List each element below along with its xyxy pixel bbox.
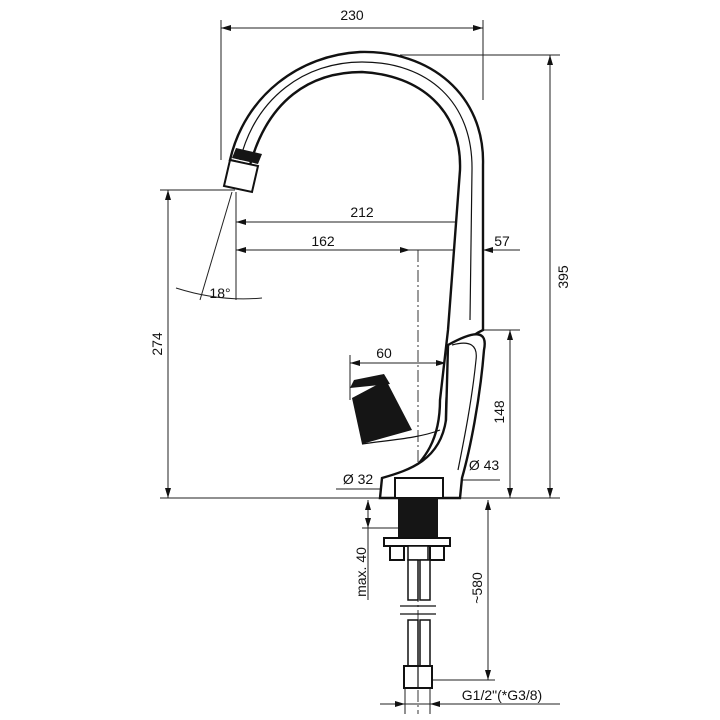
dim-axis-to-back: 57 <box>494 233 510 249</box>
dim-deck-thickness: max. 40 <box>353 547 369 597</box>
lever-handle <box>350 374 441 445</box>
dim-axis-to-outlet: 162 <box>311 233 335 249</box>
dim-width-overall: 230 <box>340 7 364 23</box>
dimension-lines <box>160 20 560 714</box>
dim-height-overall: 395 <box>555 265 571 289</box>
dim-hose-length: ~580 <box>469 572 485 604</box>
aerator <box>222 148 262 194</box>
dim-body-diameter: Ø 43 <box>469 457 500 473</box>
faucet <box>222 50 486 689</box>
mounting-shank <box>383 498 451 561</box>
dimension-labels: 230 395 212 162 57 274 18° 60 148 Ø 43 Ø… <box>149 7 571 703</box>
dim-lever-length: 60 <box>376 345 392 361</box>
body <box>378 333 486 500</box>
dim-lever-height: 148 <box>491 400 507 424</box>
dim-spray-angle: 18° <box>209 285 230 301</box>
dim-spout-reach: 212 <box>350 204 374 220</box>
arrowheads <box>165 25 553 707</box>
dim-outlet-height: 274 <box>149 332 165 356</box>
dim-thread: G1/2"(*G3/8) <box>462 687 542 703</box>
dim-shank-diameter: Ø 32 <box>343 471 374 487</box>
hoses <box>400 559 436 689</box>
base <box>394 477 444 499</box>
